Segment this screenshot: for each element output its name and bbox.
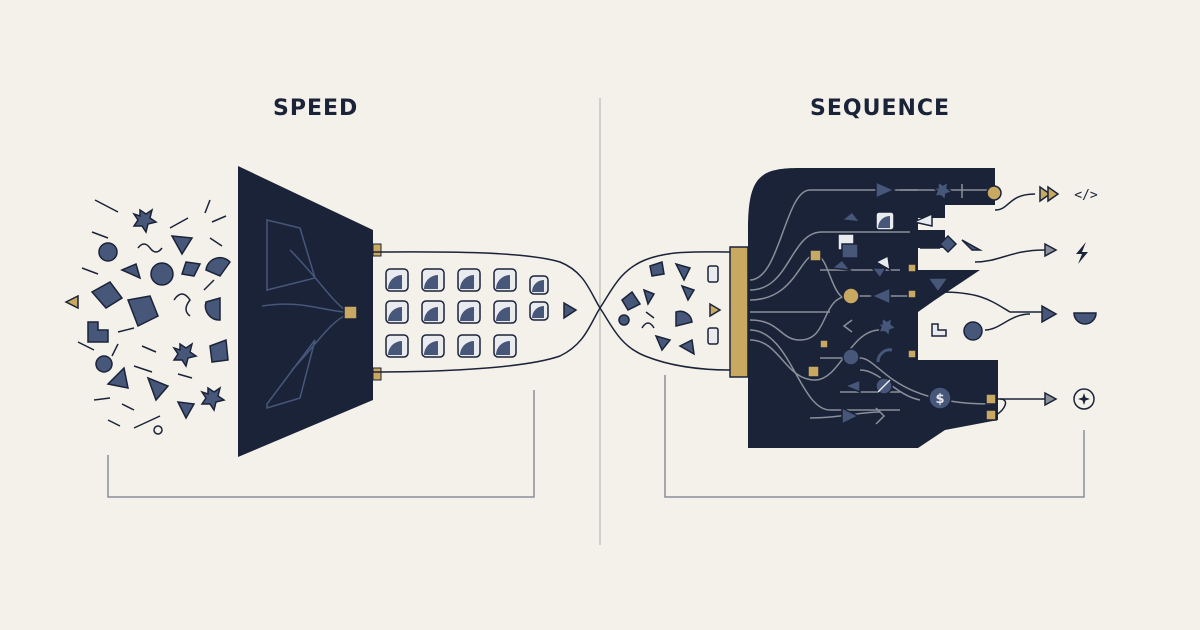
output-lines <box>920 193 1046 416</box>
speed-funnel <box>238 166 373 457</box>
half-circle-icon <box>1073 312 1097 325</box>
tile-row-3 <box>385 334 517 358</box>
token-gold-circle <box>842 287 860 305</box>
token-gold-circle <box>986 185 1002 201</box>
lightning-icon <box>1076 242 1088 264</box>
quad-shape <box>181 261 202 277</box>
sequence-inlet-bottom <box>599 307 731 371</box>
svg-text:$: $ <box>935 392 944 407</box>
gold-triangle-shape <box>64 294 79 310</box>
processor-routes <box>749 189 991 419</box>
scattered-shapes <box>64 199 231 435</box>
token-gear <box>930 180 954 202</box>
triangle-shape <box>106 366 129 389</box>
sequence-inlet-top <box>599 251 731 309</box>
inlet-shapes <box>618 261 722 356</box>
speed-bracket <box>107 390 535 498</box>
sequence-title: SEQUENCE <box>810 96 951 121</box>
quad-shape <box>209 338 229 363</box>
sequence-bracket <box>664 375 1085 498</box>
triangle-shape <box>146 376 170 402</box>
fast-forward-icon <box>1039 185 1052 203</box>
triangle-shape <box>120 262 142 280</box>
circle-shape <box>98 242 118 262</box>
tile-grid <box>385 268 578 358</box>
circle-shape <box>95 355 113 373</box>
star-shape <box>172 342 198 368</box>
sequence-processor <box>748 168 998 448</box>
diamond-shape <box>90 281 124 309</box>
processor-notch-tokens <box>926 234 983 341</box>
funnel-port-bottom <box>372 367 382 381</box>
circle-shape <box>150 262 174 286</box>
processor-tokens: $ <box>807 180 1002 426</box>
output-arrows <box>1039 185 1060 407</box>
funnel-circuit <box>261 219 349 410</box>
output-icons: </> <box>1073 188 1098 410</box>
funnel-chip <box>343 305 358 320</box>
funnel-port-top <box>372 243 382 257</box>
token-triangle <box>875 180 896 200</box>
dollar-icon <box>928 386 952 410</box>
token-gold-square <box>809 249 822 262</box>
star-shape <box>132 208 158 234</box>
star-shape <box>200 386 226 412</box>
arc-shape <box>204 297 221 321</box>
processor-gate <box>729 246 749 378</box>
tile-row-1 <box>385 268 549 295</box>
triangle-shape <box>176 401 196 420</box>
speed-title: SPEED <box>273 96 359 121</box>
puzzle-shape <box>87 321 109 343</box>
arc-shape <box>205 256 231 277</box>
diamond-shape <box>621 290 642 311</box>
code-icon: </> <box>1074 188 1098 203</box>
triangle-shape <box>170 235 194 256</box>
tile-row-2 <box>385 300 578 324</box>
square-shape <box>126 295 159 328</box>
